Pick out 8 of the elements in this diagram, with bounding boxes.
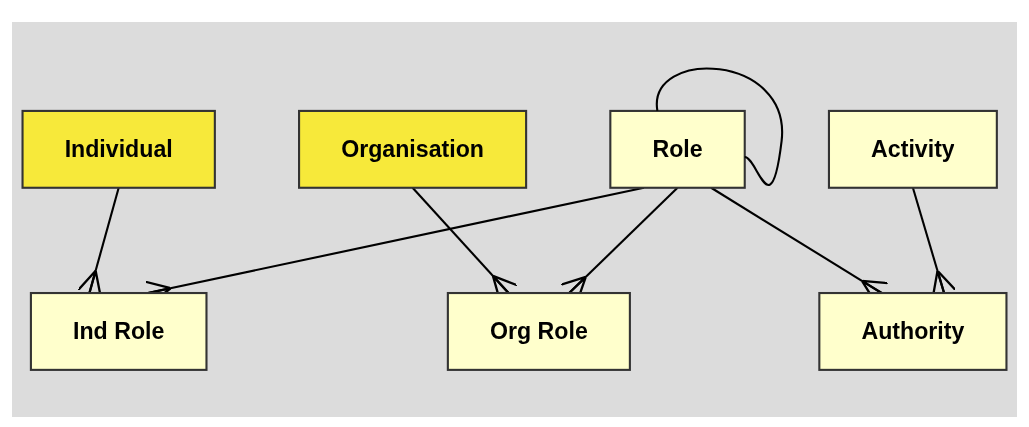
node-box: Role [609, 110, 746, 190]
node-box: Organisation [298, 110, 528, 190]
node-box: Activity [827, 110, 998, 190]
node-box: Ind Role [29, 292, 208, 372]
node-box: Authority [818, 292, 1008, 372]
node-box: Org Role [446, 292, 631, 372]
node-box: Individual [21, 110, 216, 190]
relationship-line [656, 67, 783, 186]
